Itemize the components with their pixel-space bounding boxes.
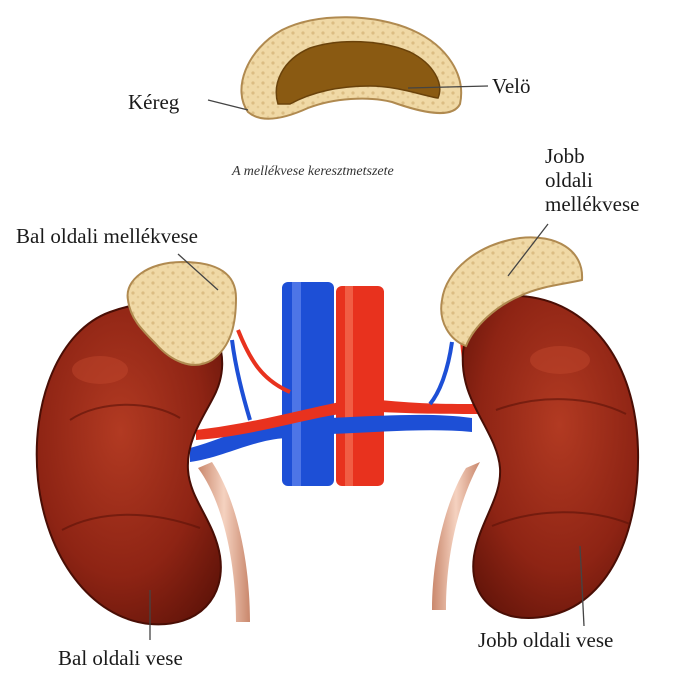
right-ureter (432, 462, 480, 610)
right-kidney (463, 296, 638, 618)
label-left-adrenal: Bal oldali mellékvese (16, 224, 198, 248)
label-left-kidney: Bal oldali vese (58, 646, 183, 670)
label-medulla: Velö (492, 74, 531, 98)
label-right-kidney: Jobb oldali vese (478, 628, 613, 652)
aorta (336, 286, 384, 486)
adrenal-cross-section (241, 17, 461, 118)
vena-cava (282, 282, 334, 486)
cross-section-caption: A mellékvese keresztmetszete (232, 164, 394, 180)
label-right-adrenal: Jobb oldali mellékvese (545, 144, 639, 216)
label-cortex: Kéreg (128, 90, 179, 114)
